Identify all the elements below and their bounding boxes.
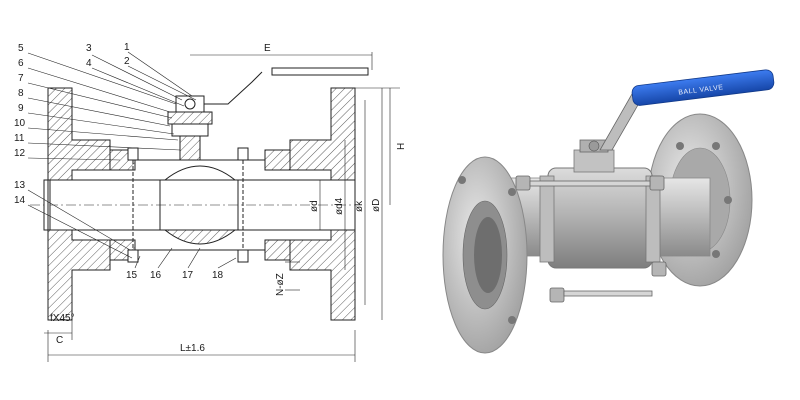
part-label-16: 16 bbox=[150, 270, 162, 281]
left-raised-face bbox=[43, 179, 51, 231]
dim-label-e: E bbox=[264, 43, 271, 54]
part-label-17: 17 bbox=[182, 270, 194, 281]
handle-grip bbox=[631, 69, 775, 106]
dim-label-c: C bbox=[56, 335, 63, 346]
dimension-labels: E H ød ød4 øk øD N-øZ fX45° C L±1.6 bbox=[50, 43, 407, 354]
left-flange-section-lower bbox=[47, 229, 111, 321]
part-label-9: 9 bbox=[18, 103, 24, 114]
dim-label-od: øD bbox=[371, 199, 382, 212]
part-label-2: 2 bbox=[124, 56, 130, 67]
ball bbox=[163, 229, 237, 245]
part-label-4: 4 bbox=[86, 58, 92, 69]
technical-drawing bbox=[27, 51, 400, 362]
part-label-12: 12 bbox=[14, 148, 26, 159]
part-label-8: 8 bbox=[18, 88, 24, 99]
dimension-lines bbox=[44, 52, 400, 362]
part-label-10: 10 bbox=[14, 118, 26, 129]
dim-label-nz: N-øZ bbox=[275, 273, 286, 296]
body-section-bot-right bbox=[264, 239, 291, 261]
dim-label-d4: ød4 bbox=[334, 197, 345, 215]
part-number-labels: 5 6 7 8 9 10 11 12 13 14 3 4 1 2 15 16 1… bbox=[14, 42, 224, 281]
part-label-3: 3 bbox=[86, 43, 92, 54]
part-label-15: 15 bbox=[126, 270, 138, 281]
dim-label-k: øk bbox=[354, 200, 365, 212]
part-label-5: 5 bbox=[18, 43, 24, 54]
stem-housing bbox=[573, 149, 615, 173]
handle-outline bbox=[204, 67, 369, 105]
part-label-14: 14 bbox=[14, 195, 26, 206]
part-label-7: 7 bbox=[18, 73, 24, 84]
stem-assembly bbox=[167, 95, 213, 161]
dim-label-d: ød bbox=[309, 200, 320, 212]
part-label-13: 13 bbox=[14, 180, 26, 191]
dim-label-l: L±1.6 bbox=[180, 343, 205, 354]
part-label-11: 11 bbox=[14, 133, 25, 144]
body-section-top-right bbox=[264, 149, 291, 171]
valve-handle: BALL VALVE bbox=[599, 69, 775, 151]
dim-label-h: H bbox=[396, 143, 407, 150]
valve-photo: BALL VALVE bbox=[442, 69, 775, 354]
part-label-6: 6 bbox=[18, 58, 24, 69]
part-label-18: 18 bbox=[212, 270, 224, 281]
leader-lines bbox=[27, 51, 237, 269]
body-bolts bbox=[127, 147, 249, 263]
right-flange-section-lower bbox=[289, 229, 356, 321]
dim-label-f: fX45° bbox=[50, 313, 75, 324]
photo-bolts bbox=[515, 175, 667, 303]
part-label-1: 1 bbox=[124, 42, 130, 53]
